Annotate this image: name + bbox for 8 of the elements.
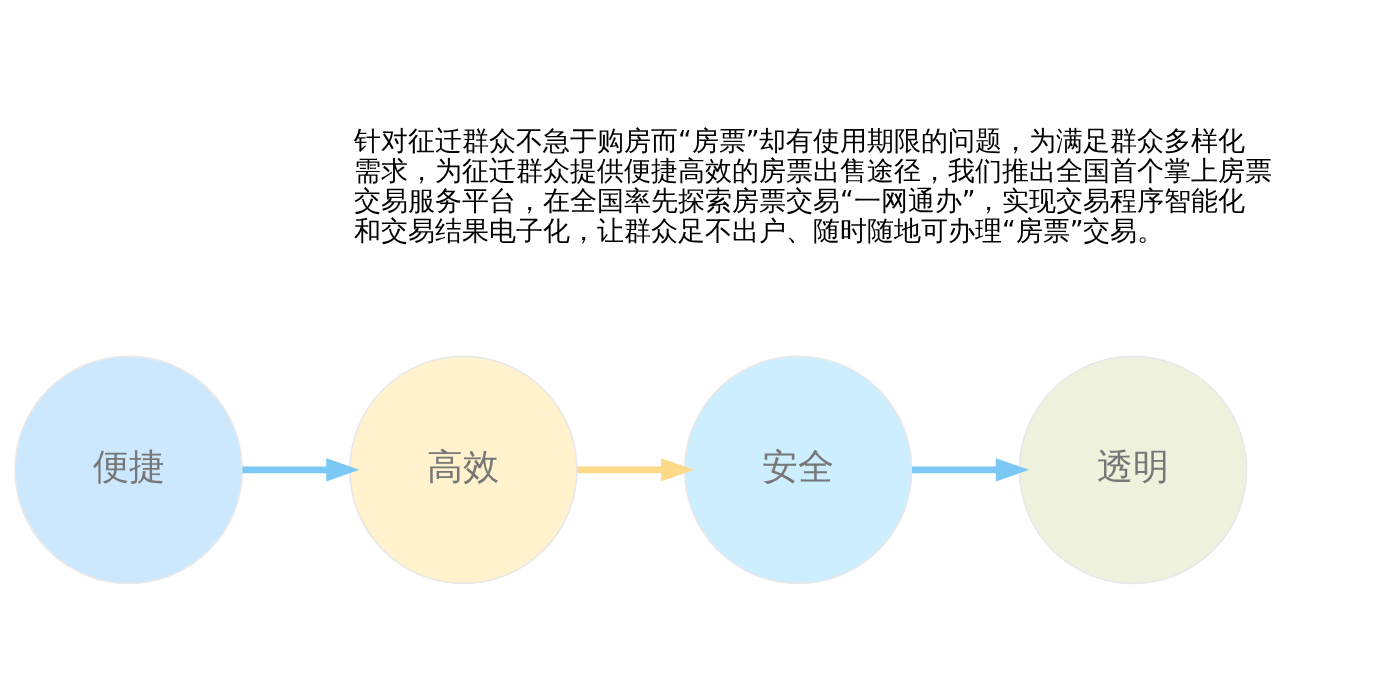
arrow (577, 457, 695, 481)
arrow (242, 457, 360, 481)
node-circle: 便捷 (14, 354, 243, 584)
node-circle: 透明 (1018, 354, 1248, 584)
label: 针对征迁群众不急于购房而“房票”却有使用期限的问题，为满足群众多样化需求，为征迁群众提供便捷高效的房票出售途径，我们推出全国首个掌上房票交易服务平台，在全国率先探索房票交易“一网通办”，实现交易程序智能化和交易结果电子化，让群众足不出户、随时随地可办理“房票”交易。 (354, 124, 1273, 246)
arrow (912, 457, 1030, 481)
node-circle: 高效 (349, 354, 578, 584)
node-circle: 安全 (683, 354, 913, 584)
